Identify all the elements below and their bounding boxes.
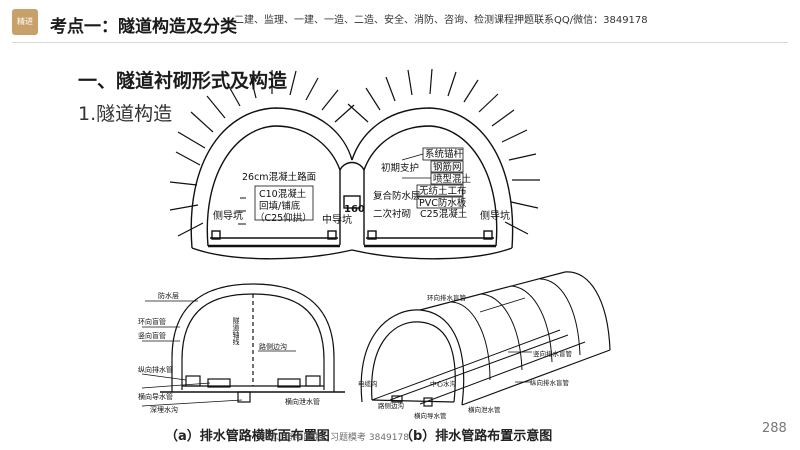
- caption-layout: （b）排水管路布置示意图: [400, 429, 553, 444]
- label-side-drift-left: 侧导坑: [213, 209, 243, 222]
- page-number: 288: [762, 421, 787, 436]
- label-ring-blind-pipe: 环向盲管: [138, 317, 166, 326]
- label-initial-support: 初期支护: [381, 162, 419, 174]
- label-waterproof: 防水层: [158, 291, 179, 300]
- label-backfill: 回填/铺底: [259, 200, 301, 212]
- left-tunnel-labels: 26cm混凝土路面 C10混凝土 回填/铺底 （C25仰拱） 侧导坑: [213, 171, 316, 224]
- footer-watermark: 押题、考点串讲、习题模考 3849178: [258, 433, 409, 443]
- label-center-ditch: 中心水沟: [430, 379, 456, 388]
- label-pvc-membrane: PVC防水板: [419, 197, 467, 209]
- drain-section-labels: 防水层 隧道轴线 环向盲管 竖向盲管 路侧边沟 纵向排水管 横向导水管 横向泄水…: [138, 291, 320, 414]
- label-ring-drain: 环向排水盲管: [427, 293, 467, 302]
- section-heading: 一、隧道衬砌形式及构造: [78, 70, 288, 92]
- label-deep-ditch: 深埋水沟: [150, 405, 178, 414]
- label-pavement: 26cm混凝土路面: [242, 171, 316, 183]
- label-rebar-mesh: 钢筋网: [433, 161, 462, 173]
- label-waterproof-layer: 复合防水层: [373, 190, 421, 202]
- right-label-boxes: [401, 147, 464, 209]
- label-road-ditch: 路侧边沟: [378, 401, 404, 410]
- brand-logo: 精进: [12, 9, 38, 35]
- label-system-anchor: 系统锚杆: [425, 148, 464, 160]
- tunnel-cross-section: [169, 68, 540, 260]
- label-axis: 隧道轴线: [232, 316, 240, 345]
- label-vertical-blind-pipe: 竖向盲管: [138, 331, 166, 340]
- label-guide-pipe: 横向导水管: [414, 411, 447, 420]
- header-watermark: 二建、监理、一建、一造、二造、安全、消防、咨询、检测课程押题联系QQ/微信：38…: [234, 15, 648, 26]
- label-longitudinal-drain: 纵向排水盲管: [530, 378, 570, 387]
- label-discharge-pipe: 横向泄水管: [468, 405, 501, 414]
- label-cable-trench: 电缆沟: [358, 379, 378, 388]
- right-tunnel-labels: 系统锚杆 钢筋网 喷型混土 无纺土工布 PVC防水板 C25混凝土 初期支护 复…: [373, 148, 510, 222]
- label-c25-concrete: C25混凝土: [420, 208, 468, 220]
- header-bar: 精进 考点一：隧道构造及分类 二建、监理、一建、一造、二造、安全、消防、咨询、检…: [0, 0, 800, 44]
- label-longitudinal-pipe: 纵向排水管: [138, 365, 173, 374]
- label-vertical-drain: 竖向排水盲管: [533, 349, 573, 358]
- header-divider: [12, 42, 788, 43]
- center-labels: 中导坑 160: [322, 204, 365, 226]
- label-middle-drift: 中导坑: [322, 213, 352, 226]
- label-c25-invert: （C25仰拱）: [255, 212, 312, 224]
- caption-cross-section: （a）排水管路横断面布置图: [165, 429, 330, 444]
- label-shotcrete: 喷型混土: [433, 173, 472, 185]
- label-geotextile: 无纺土工布: [419, 185, 467, 197]
- label-transverse-discharge: 横向泄水管: [285, 397, 320, 406]
- subsection-heading: 1.隧道构造: [78, 103, 173, 125]
- drain-cross-section: [141, 283, 345, 407]
- label-side-ditch: 路侧边沟: [259, 342, 287, 351]
- label-side-drift-right: 侧导坑: [480, 209, 510, 222]
- label-secondary-lining: 二次衬砌: [373, 208, 411, 220]
- drain-3d-view: [360, 271, 611, 407]
- slide-title: 考点一：隧道构造及分类: [50, 17, 237, 37]
- label-160: 160: [344, 204, 365, 215]
- label-c10: C10混凝土: [259, 188, 307, 200]
- left-label-box: [254, 185, 314, 221]
- drain-3d-labels: 环向排水盲管 竖向排水盲管 纵向排水盲管 电缆沟 中心水沟 路侧边沟 横向导水管…: [358, 293, 573, 420]
- label-transverse-guide: 横向导水管: [138, 392, 173, 401]
